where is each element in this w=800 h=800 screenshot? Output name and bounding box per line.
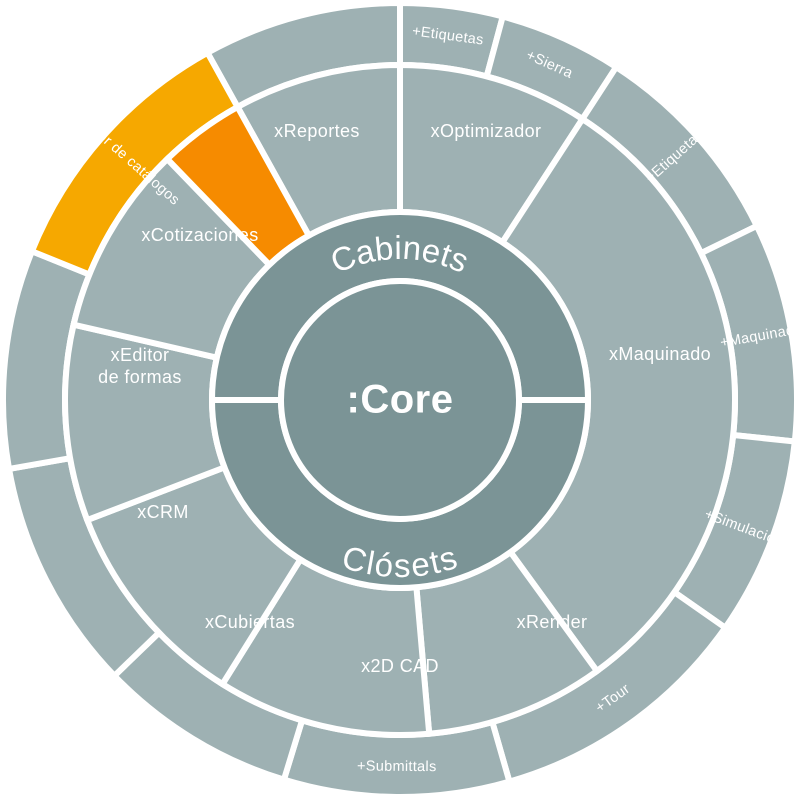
core-circle[interactable] (278, 278, 522, 522)
module-ring (62, 61, 738, 739)
core-group: :Core (278, 278, 522, 522)
